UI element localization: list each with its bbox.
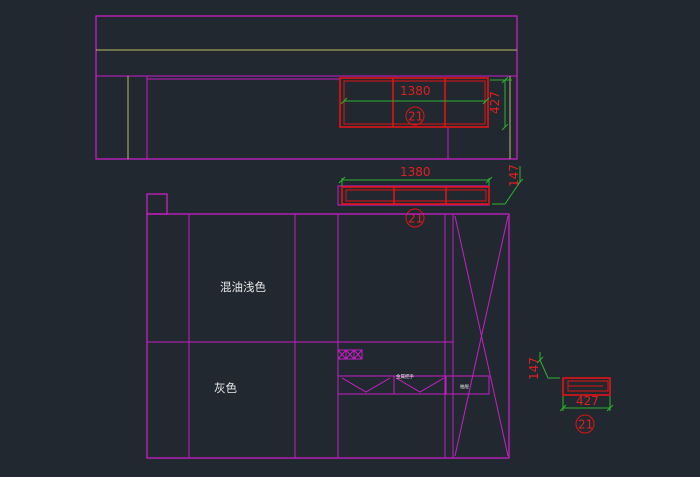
wall-elevation: 金属把手 抽屉 混油浅色 灰色 bbox=[146, 193, 510, 459]
plan-callout-number: 21 bbox=[408, 110, 423, 124]
side-section: 147 427 21 bbox=[527, 352, 614, 434]
plan-counter-edge bbox=[339, 79, 449, 159]
side-dim-height-tick bbox=[536, 356, 544, 364]
side-callout-number: 21 bbox=[578, 418, 593, 432]
elevation-top-notch bbox=[146, 193, 168, 215]
elevation-cabinet: 1380 147 21 bbox=[337, 164, 524, 228]
mid-callout-number: 21 bbox=[408, 212, 423, 226]
mid-cabinet-inner bbox=[345, 189, 487, 202]
small-box-group bbox=[337, 349, 363, 360]
mid-cabinet-frame bbox=[341, 186, 490, 205]
plan-dim-depth-tick-b bbox=[501, 123, 509, 131]
mid-dim-width-label: 1380 bbox=[400, 165, 431, 179]
side-dim-height-leader bbox=[539, 352, 560, 379]
mid-dim-height-label: 147 bbox=[507, 164, 521, 187]
plan-dim-width-label: 1380 bbox=[400, 84, 431, 98]
lower-cabinet-chevron-2 bbox=[395, 377, 445, 393]
label-paint-light: 混油浅色 bbox=[220, 280, 266, 294]
side-dim-depth-label: 427 bbox=[576, 394, 599, 408]
small-box-cross bbox=[337, 349, 363, 360]
plan-cabinet-outer bbox=[339, 77, 489, 128]
label-gray: 灰色 bbox=[214, 381, 237, 395]
plan-view: 1380 427 21 bbox=[95, 15, 518, 160]
lower-cabinet-label-left: 金属把手 bbox=[396, 373, 414, 380]
lower-cabinet-label-right: 抽屉 bbox=[460, 383, 469, 390]
mid-callout-circle bbox=[405, 208, 425, 228]
lower-cabinet-strip bbox=[337, 375, 490, 395]
mid-dim-height-leader bbox=[492, 166, 521, 205]
mid-dim-height-tick bbox=[516, 178, 524, 186]
elevation-outer-frame bbox=[146, 213, 510, 459]
plan-dim-width-tick-r bbox=[482, 97, 490, 105]
side-cabinet-frame bbox=[562, 377, 611, 396]
plan-outer-frame bbox=[95, 15, 518, 160]
lower-cabinet-chevron-1 bbox=[341, 377, 391, 393]
plan-dim-depth-label: 427 bbox=[488, 91, 502, 114]
plan-callout-circle bbox=[405, 106, 425, 126]
door-cross-b bbox=[454, 215, 509, 457]
side-callout-circle bbox=[575, 414, 595, 434]
side-dim-height-label: 147 bbox=[527, 357, 541, 380]
mid-cabinet-outline bbox=[337, 185, 490, 206]
plan-dim-width-tick-l bbox=[340, 97, 348, 105]
